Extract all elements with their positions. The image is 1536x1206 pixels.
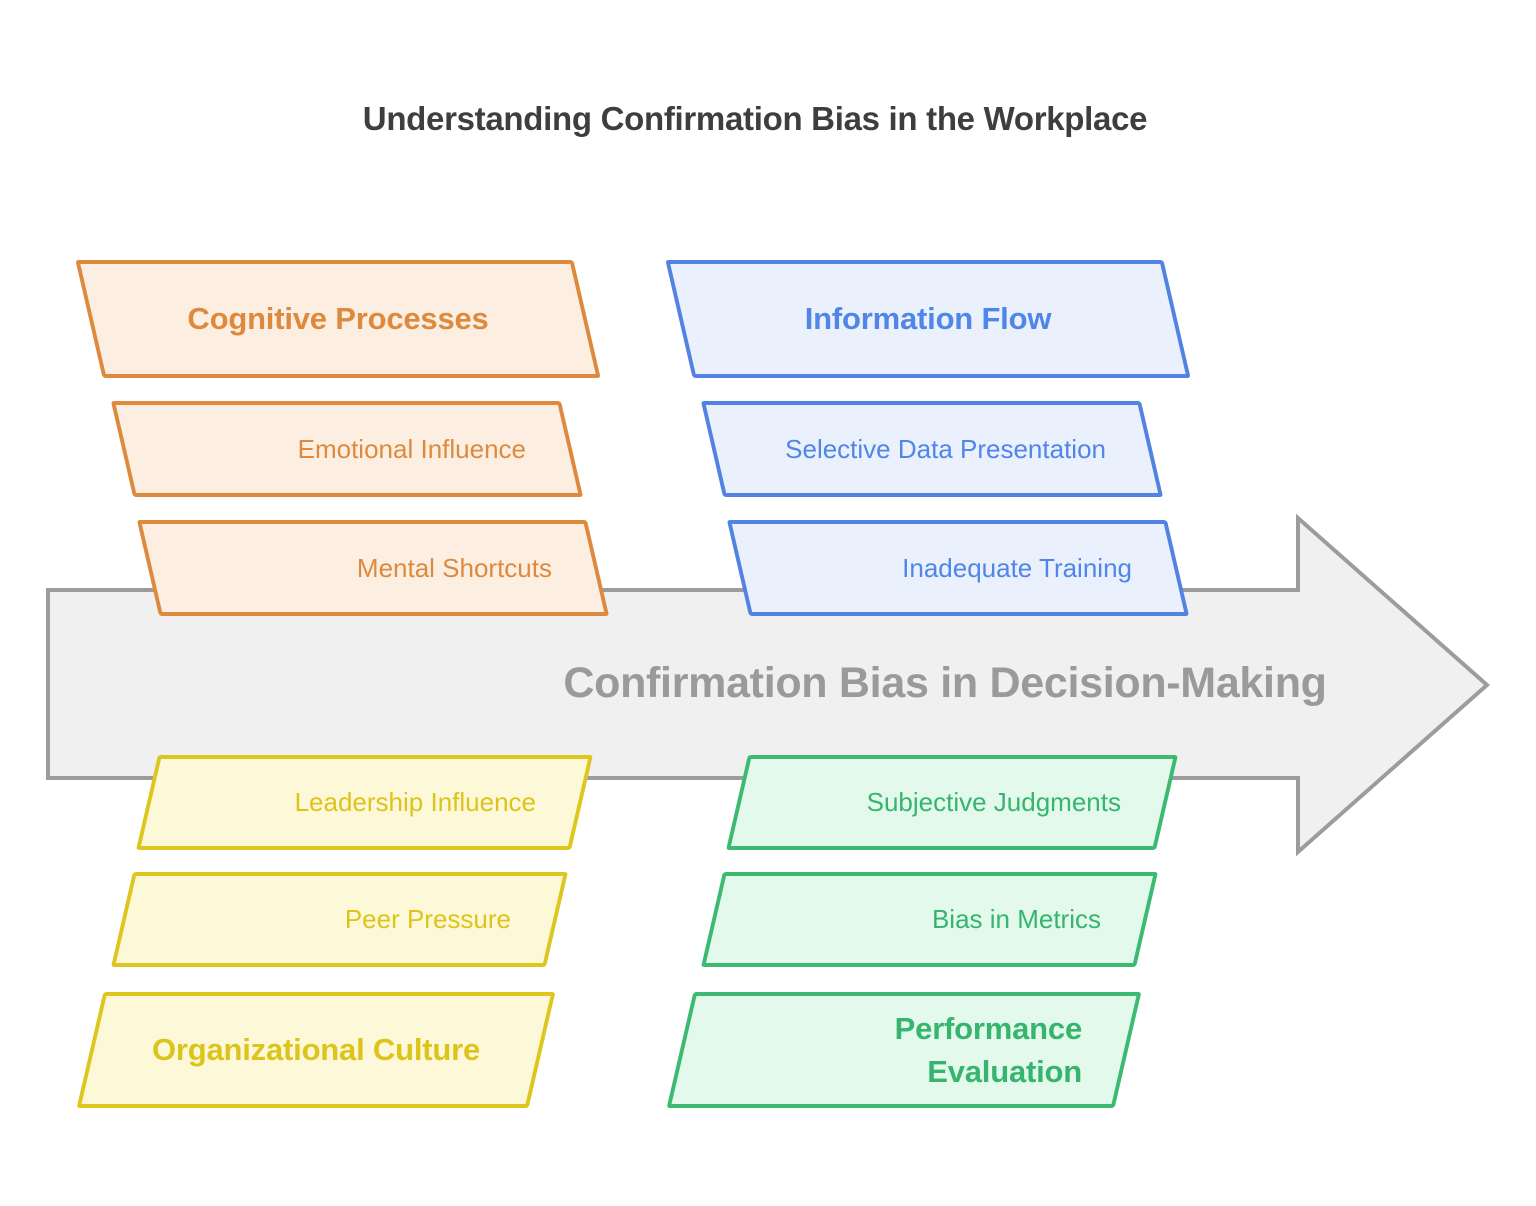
item-mental-shortcuts: Mental Shortcuts: [136, 520, 610, 616]
item-selective-data-presentation: Selective Data Presentation: [700, 401, 1164, 497]
item-bias-in-metrics: Bias in Metrics: [701, 872, 1158, 967]
category-organizational-culture: Organizational Culture: [76, 992, 556, 1108]
category-label: Information Flow: [804, 301, 1052, 336]
category-information-flow: Information Flow: [665, 260, 1191, 378]
item-label: Peer Pressure: [344, 904, 511, 934]
category-cognitive-processes: Cognitive Processes: [75, 260, 601, 378]
item-label: Selective Data Presentation: [785, 433, 1106, 464]
category-label: Organizational Culture: [151, 1032, 481, 1067]
item-leadership-influence: Leadership Influence: [136, 755, 593, 850]
item-label: Bias in Metrics: [931, 904, 1101, 934]
item-inadequate-training: Inadequate Training: [726, 520, 1190, 616]
category-label: Cognitive Processes: [187, 301, 489, 336]
arrow-label: Confirmation Bias in Decision-Making: [563, 659, 1327, 707]
item-label: Emotional Influence: [297, 433, 526, 464]
item-label: Subjective Judgments: [866, 787, 1121, 817]
category-label: Performance Evaluation: [894, 1010, 1082, 1089]
item-label: Mental Shortcuts: [356, 552, 552, 583]
item-label: Inadequate Training: [902, 552, 1132, 583]
item-peer-pressure: Peer Pressure: [111, 872, 568, 967]
item-label: Leadership Influence: [294, 787, 536, 817]
diagram-title: Understanding Confirmation Bias in the W…: [362, 100, 1148, 137]
item-subjective-judgments: Subjective Judgments: [726, 755, 1178, 850]
item-emotional-influence: Emotional Influence: [110, 401, 584, 497]
category-performance-evaluation: Performance Evaluation: [666, 992, 1142, 1108]
